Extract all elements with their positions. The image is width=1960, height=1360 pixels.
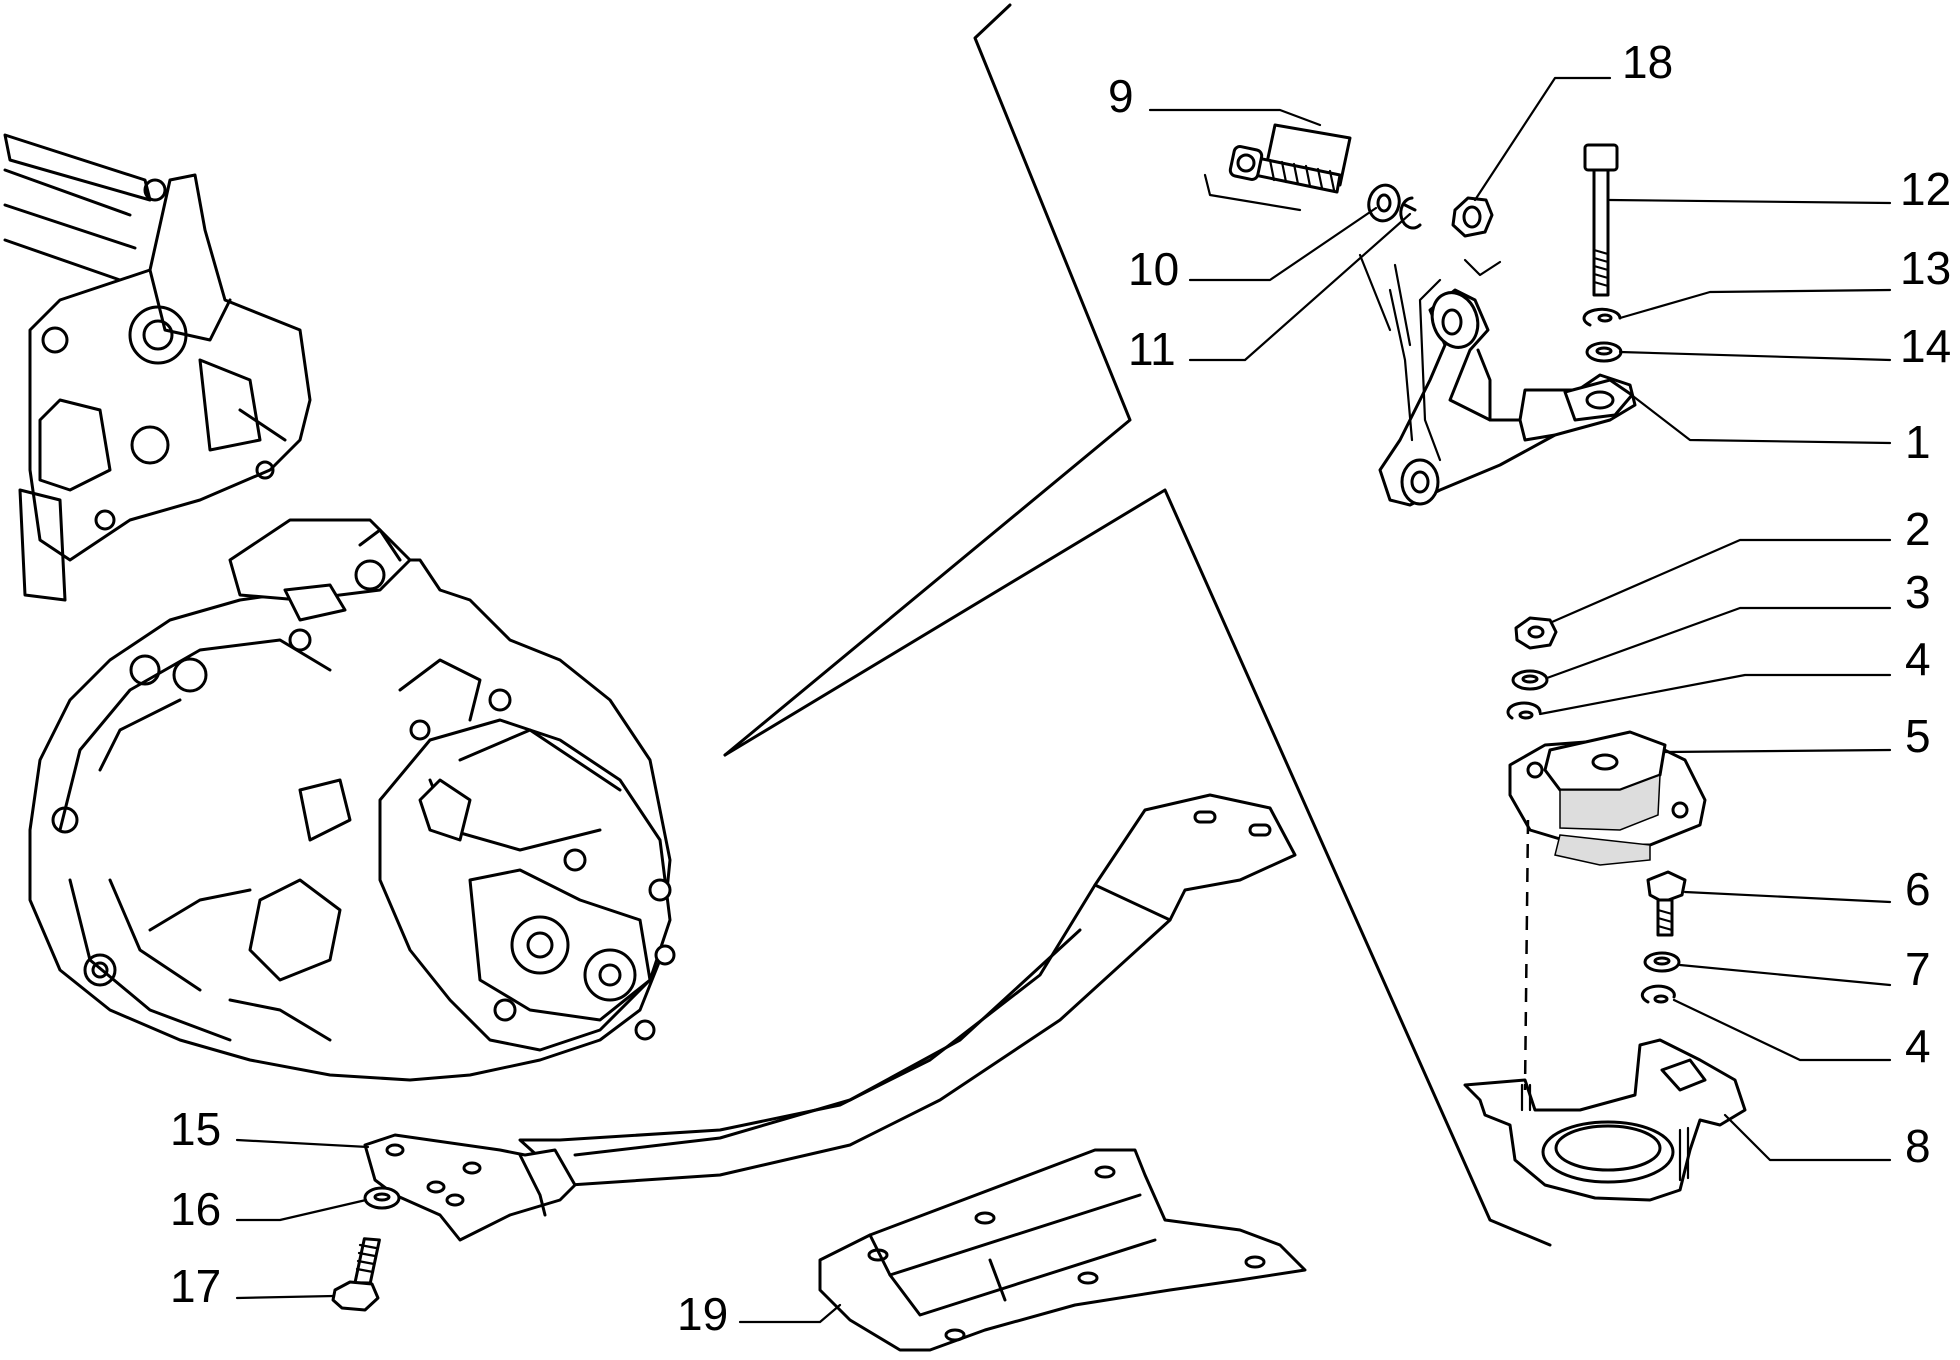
callout-1: 1 bbox=[1905, 416, 1931, 468]
callout-13: 13 bbox=[1900, 242, 1951, 294]
callout-14: 14 bbox=[1900, 320, 1951, 372]
bracket-1 bbox=[1378, 278, 1637, 507]
washer-7 bbox=[1643, 951, 1681, 973]
callout-labels: 1 2 3 4 5 6 7 4 8 9 10 11 12 13 14 15 16… bbox=[170, 36, 1951, 1340]
callout-17: 17 bbox=[170, 1260, 221, 1312]
engine-mount-5 bbox=[1508, 730, 1707, 866]
callout-19: 19 bbox=[677, 1288, 728, 1340]
callout-12: 12 bbox=[1900, 163, 1951, 215]
nut-2 bbox=[1514, 616, 1558, 650]
callout-4-bottom: 4 bbox=[1905, 1020, 1931, 1072]
lock-washer-4-bottom bbox=[1640, 984, 1676, 1004]
inset-frame bbox=[723, 3, 1552, 1247]
lock-washer-11 bbox=[1399, 196, 1422, 230]
crossmember-15 bbox=[363, 793, 1297, 1242]
washer-3 bbox=[1511, 669, 1549, 691]
callout-11: 11 bbox=[1128, 323, 1176, 375]
bolt-9 bbox=[1203, 123, 1352, 212]
lock-washer-13 bbox=[1582, 307, 1622, 327]
callout-10: 10 bbox=[1128, 243, 1179, 295]
callout-2: 2 bbox=[1905, 503, 1931, 555]
callout-5: 5 bbox=[1905, 710, 1931, 762]
bolt-6 bbox=[1646, 870, 1687, 937]
bolt-17 bbox=[331, 1237, 381, 1312]
callout-8: 8 bbox=[1905, 1120, 1931, 1172]
callout-9: 9 bbox=[1108, 70, 1134, 122]
leader-lines bbox=[235, 76, 1892, 1324]
callout-16: 16 bbox=[170, 1183, 221, 1235]
nut-18 bbox=[1451, 196, 1502, 277]
callout-6: 6 bbox=[1905, 863, 1931, 915]
gearbox-assembly bbox=[3, 133, 676, 1082]
lock-washer-4-top bbox=[1506, 701, 1542, 720]
guide-lines-top bbox=[1358, 253, 1412, 347]
callout-4-top: 4 bbox=[1905, 633, 1931, 685]
washer-16 bbox=[363, 1186, 401, 1210]
support-bracket-8 bbox=[1463, 1038, 1747, 1202]
callout-3: 3 bbox=[1905, 566, 1931, 618]
callout-7: 7 bbox=[1905, 943, 1931, 995]
bolt-12 bbox=[1583, 143, 1619, 297]
alignment-line bbox=[1523, 819, 1530, 1091]
callout-18: 18 bbox=[1622, 36, 1673, 88]
washer-10 bbox=[1367, 183, 1401, 223]
callout-15: 15 bbox=[170, 1103, 221, 1155]
washer-14 bbox=[1585, 341, 1623, 363]
under-plate-19 bbox=[818, 1148, 1307, 1352]
